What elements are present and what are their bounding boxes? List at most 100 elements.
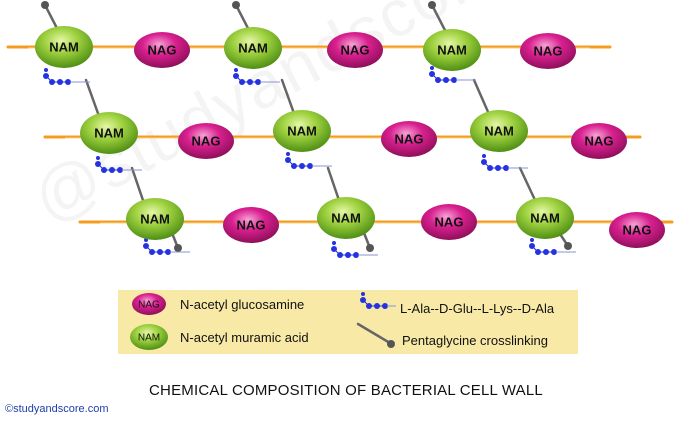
nag-unit (178, 123, 234, 159)
nag-unit (223, 207, 279, 243)
crosslink-end (232, 1, 240, 9)
nam-label: NAM (287, 124, 317, 139)
peptide-dot (481, 159, 487, 165)
peptide-dot (307, 163, 313, 169)
crosslink-end (564, 242, 572, 250)
nam-unit (80, 112, 138, 154)
peptide-dot (529, 243, 535, 249)
peptide-dot (49, 79, 55, 85)
peptide-dot (233, 73, 239, 79)
legend-box (118, 290, 578, 354)
peptide-dot (503, 165, 509, 171)
nam-label: NAM (530, 211, 560, 226)
peptide-dot (337, 252, 343, 258)
crosslink-end (174, 244, 182, 252)
crosslink-end (366, 244, 374, 252)
nag-unit (327, 32, 383, 68)
nag-unit (421, 204, 477, 240)
peptide-dot (429, 71, 435, 77)
peptide-dot (286, 152, 290, 156)
peptide-bond (483, 161, 506, 169)
nam-label: NAM (437, 43, 467, 58)
peptide-bond (431, 73, 454, 81)
crosslink-end (428, 1, 436, 9)
peptide-dot (65, 79, 71, 85)
nam-unit (273, 110, 331, 152)
peptide-bond (45, 75, 68, 83)
nam-label: NAM (331, 211, 361, 226)
nam-label: NAM (484, 124, 514, 139)
nam-unit (317, 197, 375, 239)
nam-label: NAM (49, 40, 79, 55)
peptide-dot (451, 77, 457, 83)
legend-crosslink-text: Pentaglycine crosslinking (402, 333, 548, 348)
peptide-dot (291, 163, 297, 169)
peptide-dot (143, 243, 149, 249)
peptide-dot (57, 79, 63, 85)
nam-unit (126, 198, 184, 240)
peptide-dot (96, 156, 100, 160)
peptide-dot (101, 167, 107, 173)
peptide-dot (239, 79, 245, 85)
peptide-dot (495, 165, 501, 171)
peptide-dot (551, 249, 557, 255)
peptide-dot (543, 249, 549, 255)
nag-label: NAG (435, 215, 464, 230)
peptide-dot (247, 79, 253, 85)
peptide-dot (109, 167, 115, 173)
peptide-bond (287, 159, 310, 167)
nag-label: NAG (148, 43, 177, 58)
peptide-dot (332, 241, 336, 245)
nag-label: NAG (585, 134, 614, 149)
nag-unit (134, 32, 190, 68)
nam-unit (224, 27, 282, 69)
crosslink-end (41, 1, 49, 9)
peptide-dot (430, 66, 434, 70)
peptide-dot (353, 252, 359, 258)
peptide-dot (149, 249, 155, 255)
nam-label: NAM (140, 212, 170, 227)
nam-unit (470, 110, 528, 152)
nag-unit (520, 33, 576, 69)
peptide-chains (43, 66, 576, 258)
peptide-dot (443, 77, 449, 83)
nag-unit (381, 121, 437, 157)
peptide-dot (255, 79, 261, 85)
peptide-dot (435, 77, 441, 83)
peptide-dot (345, 252, 351, 258)
peptide-dot (157, 249, 163, 255)
peptide-bond (235, 75, 258, 83)
nam-unit (516, 197, 574, 239)
copyright-text: ©studyandscore.com (5, 403, 109, 415)
peptide-dot (165, 249, 171, 255)
nag-label: NAG (395, 132, 424, 147)
nag-label: NAG (192, 134, 221, 149)
peptide-dot (487, 165, 493, 171)
nag-label: NAG (341, 43, 370, 58)
peptide-dot (234, 68, 238, 72)
legend-peptide-text: L-Ala--D-Glu--L-Lys--D-Ala (400, 301, 555, 316)
nam-label: NAM (94, 126, 124, 141)
peptide-dot (117, 167, 123, 173)
nag-label: NAG (534, 44, 563, 59)
peptide-dot (44, 68, 48, 72)
nag-label: NAG (623, 223, 652, 238)
nam-label: NAM (238, 41, 268, 56)
nam-unit (423, 29, 481, 71)
peptide-bond (333, 248, 356, 256)
nag-label: NAG (237, 218, 266, 233)
peptide-dot (331, 246, 337, 252)
figure-caption: CHEMICAL COMPOSITION OF BACTERIAL CELL W… (149, 382, 543, 399)
peptide-dot (535, 249, 541, 255)
peptide-bond (531, 245, 554, 253)
legend-nag-text: N-acetyl glucosamine (180, 297, 305, 312)
legend-nam-text: N-acetyl muramic acid (180, 330, 309, 345)
peptide-dot (482, 154, 486, 158)
peptide-dot (95, 161, 101, 167)
nag-unit (571, 123, 627, 159)
nag-unit (609, 212, 665, 248)
peptide-dot (530, 238, 534, 242)
nam-unit (35, 26, 93, 68)
sugar-units: NAM NAG NAM NAG NAM NAG NAM NAG NAM NAG NAM NAG NAM N… (35, 26, 665, 248)
